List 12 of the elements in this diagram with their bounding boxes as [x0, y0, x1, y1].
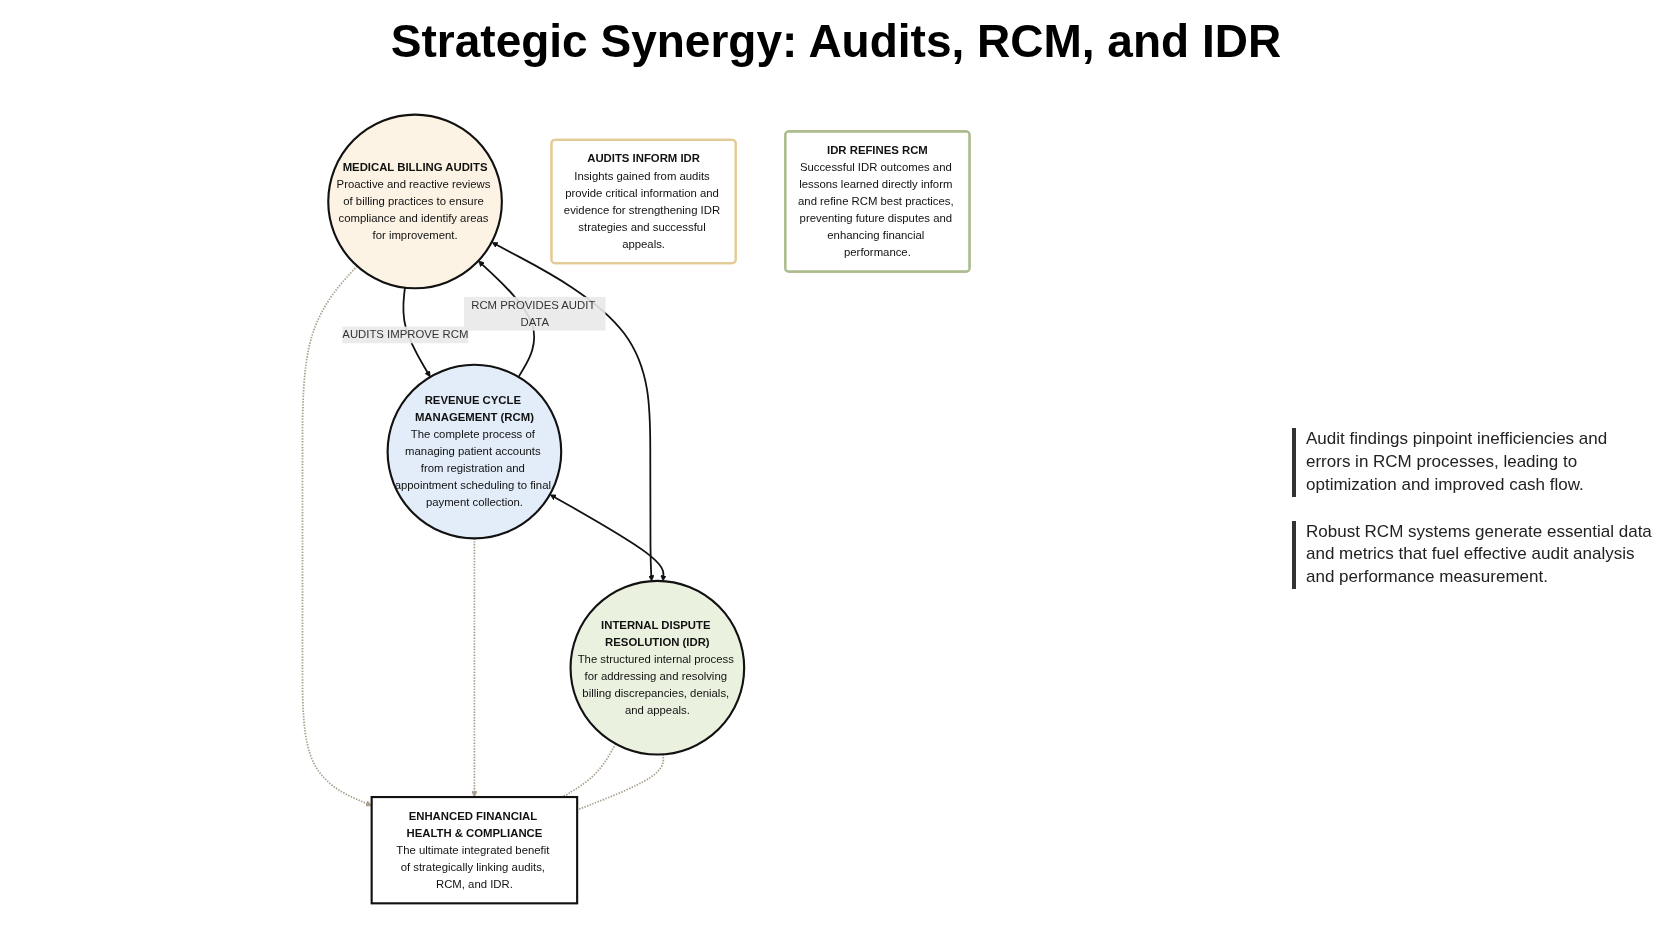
node-box: ENHANCED FINANCIAL HEALTH & COMPLIANCE The ultimate integrated benefit of strategically linking audits, RCM, and IDR. — [370, 795, 579, 904]
note-text: Audit findings pinpoint inefficiencies and errors in RCM processes, leading to optimization and improved cash flow. — [1292, 427, 1652, 497]
arrow — [301, 264, 372, 806]
edge-label: AUDITS IMPROVE RCM — [342, 328, 469, 341]
note-text: Robust RCM systems generate essential data and metrics that fuel effective audit analysis and performance measurement. — [1292, 520, 1652, 590]
arrow — [491, 241, 655, 581]
title: Strategic Synergy: Audits, RCM, and IDR — [390, 14, 1282, 68]
arrow — [549, 493, 667, 581]
node-circle: INTERNAL DISPUTE RESOLUTION (IDR) The structured internal process for addressing and resolving billing discrepancies, denials, and appeals. — [569, 579, 746, 756]
edge-label: RCM PROVIDES AUDIT DATA — [471, 298, 596, 328]
node-circle: MEDICAL BILLING AUDITS Proactive and reactive reviews of billing practices to ensure compliance and identify areas for improvement. — [327, 113, 503, 289]
node-circle: REVENUE CYCLE MANAGEMENT (RCM) The complete process of managing patient accounts from registration and appointment scheduling to final payment collection. — [386, 363, 563, 539]
